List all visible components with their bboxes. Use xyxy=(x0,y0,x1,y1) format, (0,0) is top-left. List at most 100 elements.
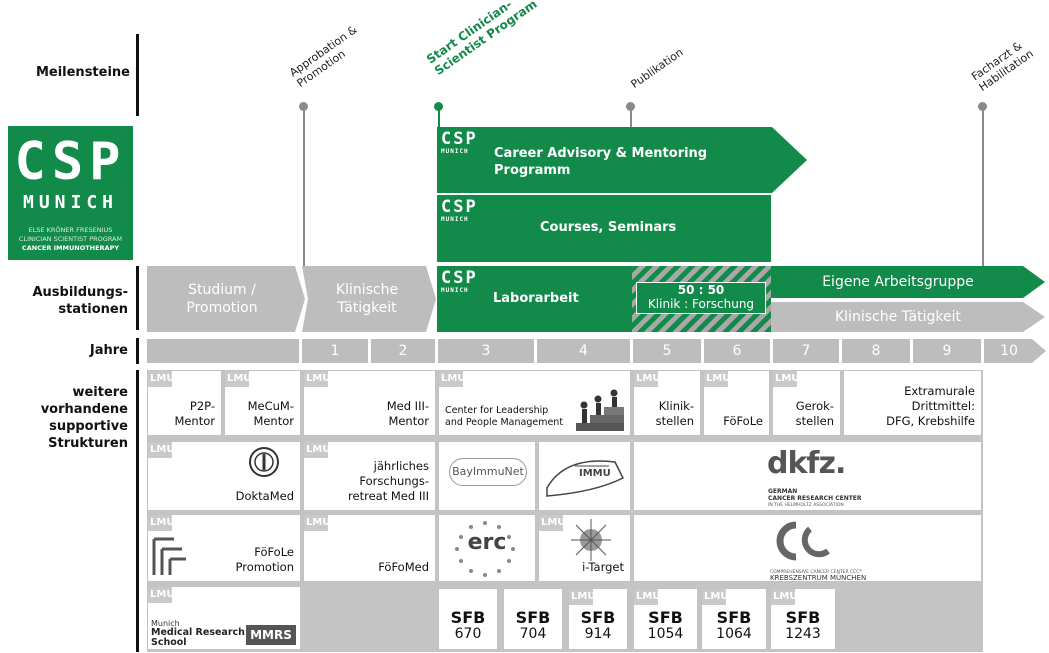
logo-sub3: CANCER IMMUNOTHERAPY xyxy=(21,244,120,252)
station-eigene: Eigene Arbeitsgruppe xyxy=(822,274,974,290)
itarget-cell-icon xyxy=(571,519,611,561)
milestone-start-program: Start Clinician- Scientist Program xyxy=(423,0,540,79)
year-8: 8 xyxy=(842,339,910,363)
card-doktamed: LMU DoktaMed xyxy=(147,441,301,511)
split-box: 50 : 50 Klinik : Forschung xyxy=(636,282,766,314)
extramural-text: Extramurale Drittmittel: DFG, Krebshilfe xyxy=(886,384,975,428)
milestone-facharzt: Facharzt & Habilitation xyxy=(969,39,1036,94)
logo-sub2: CLINICIAN SCIENTIST PROGRAM xyxy=(18,235,123,243)
station-labor xyxy=(437,266,632,332)
p2p-text: P2P- Mentor xyxy=(174,399,215,428)
leadership-figures-icon xyxy=(576,389,624,431)
card-fofomed: LMU FöFoMed xyxy=(303,514,436,582)
card-fofole-promotion: LMU FöFoLe Promotion xyxy=(147,514,301,582)
card-mmrs: LMU Munich Medical Research School MMRS xyxy=(147,586,301,650)
card-bayimmunet: BayImmuNet xyxy=(438,441,536,511)
lmu-badge: LMU xyxy=(569,589,595,605)
card-erc: erc xyxy=(438,514,536,582)
label-ausbildungsstationen: Ausbildungs- stationen xyxy=(32,285,128,317)
station-klinisch1: Klinische Tätigkeit xyxy=(335,282,399,316)
career-csp-logo: CSP MUNICH xyxy=(441,129,478,156)
doktamed-seal-icon xyxy=(249,447,279,477)
card-gerok: LMU Gerok- stellen xyxy=(772,370,841,436)
lmu-badge: LMU xyxy=(439,371,465,387)
labor-label: Laborarbeit xyxy=(493,291,579,306)
card-fofole: LMU FöFoLe xyxy=(703,370,770,436)
milestone-publikation: Publikation xyxy=(628,45,686,91)
card-ccc: COMPREHENSIVE CANCER CENTER CCCᴹ KREBSZE… xyxy=(633,514,982,582)
mmrs-line3: School xyxy=(151,637,187,648)
dkfz-sub1: GERMAN xyxy=(768,488,798,495)
courses-bar xyxy=(437,195,771,262)
milestone-dot-start xyxy=(434,102,443,111)
year-3: 3 xyxy=(438,339,534,363)
station-studium: Studium / Promotion xyxy=(186,282,258,316)
divider-structures xyxy=(136,370,139,652)
lmu-badge: LMU xyxy=(304,442,330,458)
fofole-promotion-icon xyxy=(152,537,186,575)
milestone-dot-publikation xyxy=(626,102,635,111)
card-med3: LMU Med III- Mentor xyxy=(303,370,436,436)
year-9: 9 xyxy=(913,339,981,363)
label-meilensteine: Meilensteine xyxy=(35,65,130,80)
bayimmunet-logo: BayImmuNet xyxy=(449,458,527,486)
ccc-logo-icon xyxy=(776,521,830,561)
dkfz-sub2: CANCER RESEARCH CENTER xyxy=(768,495,862,502)
erc-stars-icon xyxy=(455,521,515,577)
year-10: 10 xyxy=(1000,343,1018,359)
retreat-text: jährliches Forschungs- retreat Med III xyxy=(348,459,429,503)
mmrs-logo: MMRS xyxy=(246,625,296,645)
courses-label: Courses, Seminars xyxy=(540,220,677,235)
split-ratio: 50 : 50 xyxy=(677,283,725,297)
lmu-badge: LMU xyxy=(148,515,174,531)
year-10-shape xyxy=(984,339,1046,363)
station-studium-shape xyxy=(147,266,305,332)
logo-munich: MUNICH xyxy=(22,192,119,213)
logo-csp: CSP xyxy=(14,132,127,192)
lmu-badge: LMU xyxy=(148,587,174,603)
station-eigene-shape xyxy=(771,266,1045,298)
card-immu-train: IMMU xyxy=(538,441,631,511)
logo-sub1: ELSE KRÖNER FRESENIUS xyxy=(28,226,113,234)
svg-text:IMMU: IMMU xyxy=(579,468,611,479)
mmrs-line1: Munich xyxy=(151,619,180,628)
ccc-sub2: KREBSZENTRUM MÜNCHEN xyxy=(770,574,867,582)
train-icon: IMMU xyxy=(546,460,625,497)
divider-stations xyxy=(136,266,139,330)
station-klinisch1-shape xyxy=(302,266,436,332)
labor-csp-logo: CSP MUNICH xyxy=(441,268,478,295)
divider-milestones xyxy=(136,34,139,116)
card-itarget: LMU i-Target xyxy=(538,514,631,582)
milestone-dot-approbation xyxy=(299,102,308,111)
dkfz-logo: dkfz. xyxy=(767,446,846,481)
csp-munich-logo: CSP MUNICH ELSE KRÖNER FRESENIUS CLINICI… xyxy=(8,126,133,260)
lmu-badge: LMU xyxy=(539,515,565,531)
dkfz-sub3: IN THE HELMHOLTZ ASSOCIATION xyxy=(768,503,844,508)
split-label: Klinik : Forschung xyxy=(647,297,755,311)
career-arrow xyxy=(437,127,807,193)
career-label: Career Advisory & Mentoring Programm xyxy=(494,146,708,178)
card-mecum: LMU MeCuM- Mentor xyxy=(224,370,301,436)
year-4: 4 xyxy=(537,339,630,363)
lmu-badge: LMU xyxy=(148,442,174,458)
year-2: 2 xyxy=(371,339,435,363)
year-blank xyxy=(147,339,299,363)
mmrs-line2: Medical Research xyxy=(151,627,245,638)
label-strukturen: weitere vorhandene supportive Strukturen xyxy=(40,385,128,451)
year-5: 5 xyxy=(633,339,701,363)
card-leadership: LMU Center for Leadership and People Man… xyxy=(438,370,631,436)
year-1: 1 xyxy=(302,339,368,363)
card-klinikstellen: LMU Klinik- stellen xyxy=(633,370,701,436)
doktamed-text: DoktaMed xyxy=(235,489,294,503)
year-6: 6 xyxy=(704,339,770,363)
milestone-dot-facharzt xyxy=(978,102,987,111)
lmu-badge: LMU xyxy=(771,589,797,605)
lmu-badge: LMU xyxy=(704,371,730,387)
milestone-approbation: Approbation & Promotion xyxy=(287,23,360,90)
fofole-promotion-text: FöFoLe Promotion xyxy=(235,545,294,574)
med3-text: Med III- Mentor xyxy=(386,399,429,428)
